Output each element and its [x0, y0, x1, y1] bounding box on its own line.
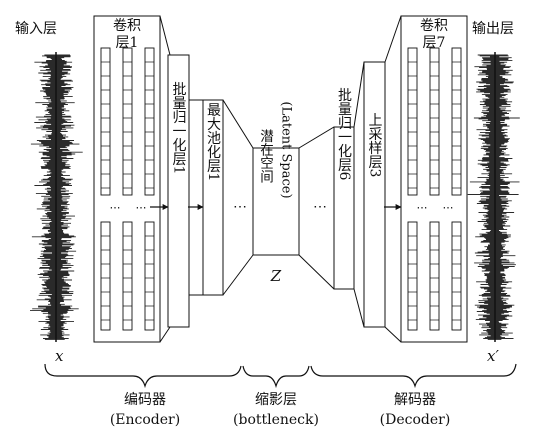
max-pool-layer-1 [202, 99, 224, 296]
ellipsis-conv1-b: ⋯ [136, 201, 147, 214]
input-layer-label: 输入层 [15, 21, 57, 37]
latent-space-cn: 潜在空间 [257, 129, 274, 184]
filter-column [122, 221, 133, 331]
upsample-layer-3-label: 上采样层3 [367, 113, 383, 178]
output-symbol-x-prime: x′ [487, 347, 499, 365]
waveform-trace [467, 54, 520, 340]
filter-column [451, 221, 462, 331]
batch-norm-layer-1 [167, 54, 190, 328]
latent-symbol-z: Z [270, 267, 282, 285]
encoder-brace [44, 363, 242, 389]
input-symbol-x: x [55, 347, 64, 365]
encoder-label-cn: 编码器 [124, 392, 166, 408]
conv1-to-bn1-connector [159, 15, 171, 343]
filter-column [451, 47, 462, 196]
output-layer-label: 输出层 [472, 21, 514, 37]
filter-column [144, 47, 155, 196]
encoder-label-en: (Encoder) [110, 412, 180, 428]
bn1-to-pool1-connector [189, 99, 203, 296]
filter-column [407, 221, 418, 331]
filter-column [144, 221, 155, 331]
bn6-to-up3-connector [353, 61, 365, 328]
decoder-funnel [298, 126, 335, 290]
conv-layer-7-label-line1: 卷积 [420, 18, 448, 34]
batch-norm-layer-1-label: 批量归一化层1 [171, 82, 187, 175]
max-pool-layer-1-label: 最大池化层1 [205, 103, 221, 182]
conv-layer-1-label-line2: 层1 [116, 35, 139, 51]
batch-norm-layer-6-label: 批量归一化层6 [336, 88, 352, 181]
encoder-funnel [222, 99, 254, 296]
input-waveform [30, 52, 83, 342]
up3-to-conv7-connector [384, 15, 402, 343]
latent-space-box [252, 147, 300, 256]
ellipsis-conv7-b: ⋯ [443, 201, 454, 214]
latent-space-en: (Latent Space) [279, 101, 294, 198]
output-waveform [467, 52, 520, 342]
filter-column [100, 221, 111, 331]
filter-column [100, 47, 111, 196]
bottleneck-brace [242, 365, 310, 389]
conv-layer-7-label-line2: 层7 [423, 35, 446, 51]
bottleneck-label-cn: 缩影层 [255, 392, 297, 408]
filter-column [407, 47, 418, 196]
conv-layer-1-label-line1: 卷积 [113, 18, 141, 34]
conv-layer-7-filters [407, 47, 462, 331]
decoder-brace [310, 363, 517, 389]
conv-layer-7-block [400, 15, 468, 343]
ellipsis-encoder: ⋯ [233, 199, 247, 215]
decoder-label-cn: 解码器 [394, 392, 436, 408]
ellipsis-decoder: ⋯ [313, 199, 327, 215]
bottleneck-label-en: (bottleneck) [233, 412, 319, 428]
filter-column [429, 221, 440, 331]
upsample-layer-3 [363, 61, 386, 328]
decoder-label-en: (Decoder) [380, 412, 451, 428]
batch-norm-layer-6 [333, 126, 355, 290]
filter-column [122, 47, 133, 196]
ellipsis-conv1-a: ⋯ [110, 201, 121, 214]
filter-column [429, 47, 440, 196]
conv-layer-1-filters [100, 47, 155, 331]
ellipsis-conv7-a: ⋯ [417, 201, 428, 214]
